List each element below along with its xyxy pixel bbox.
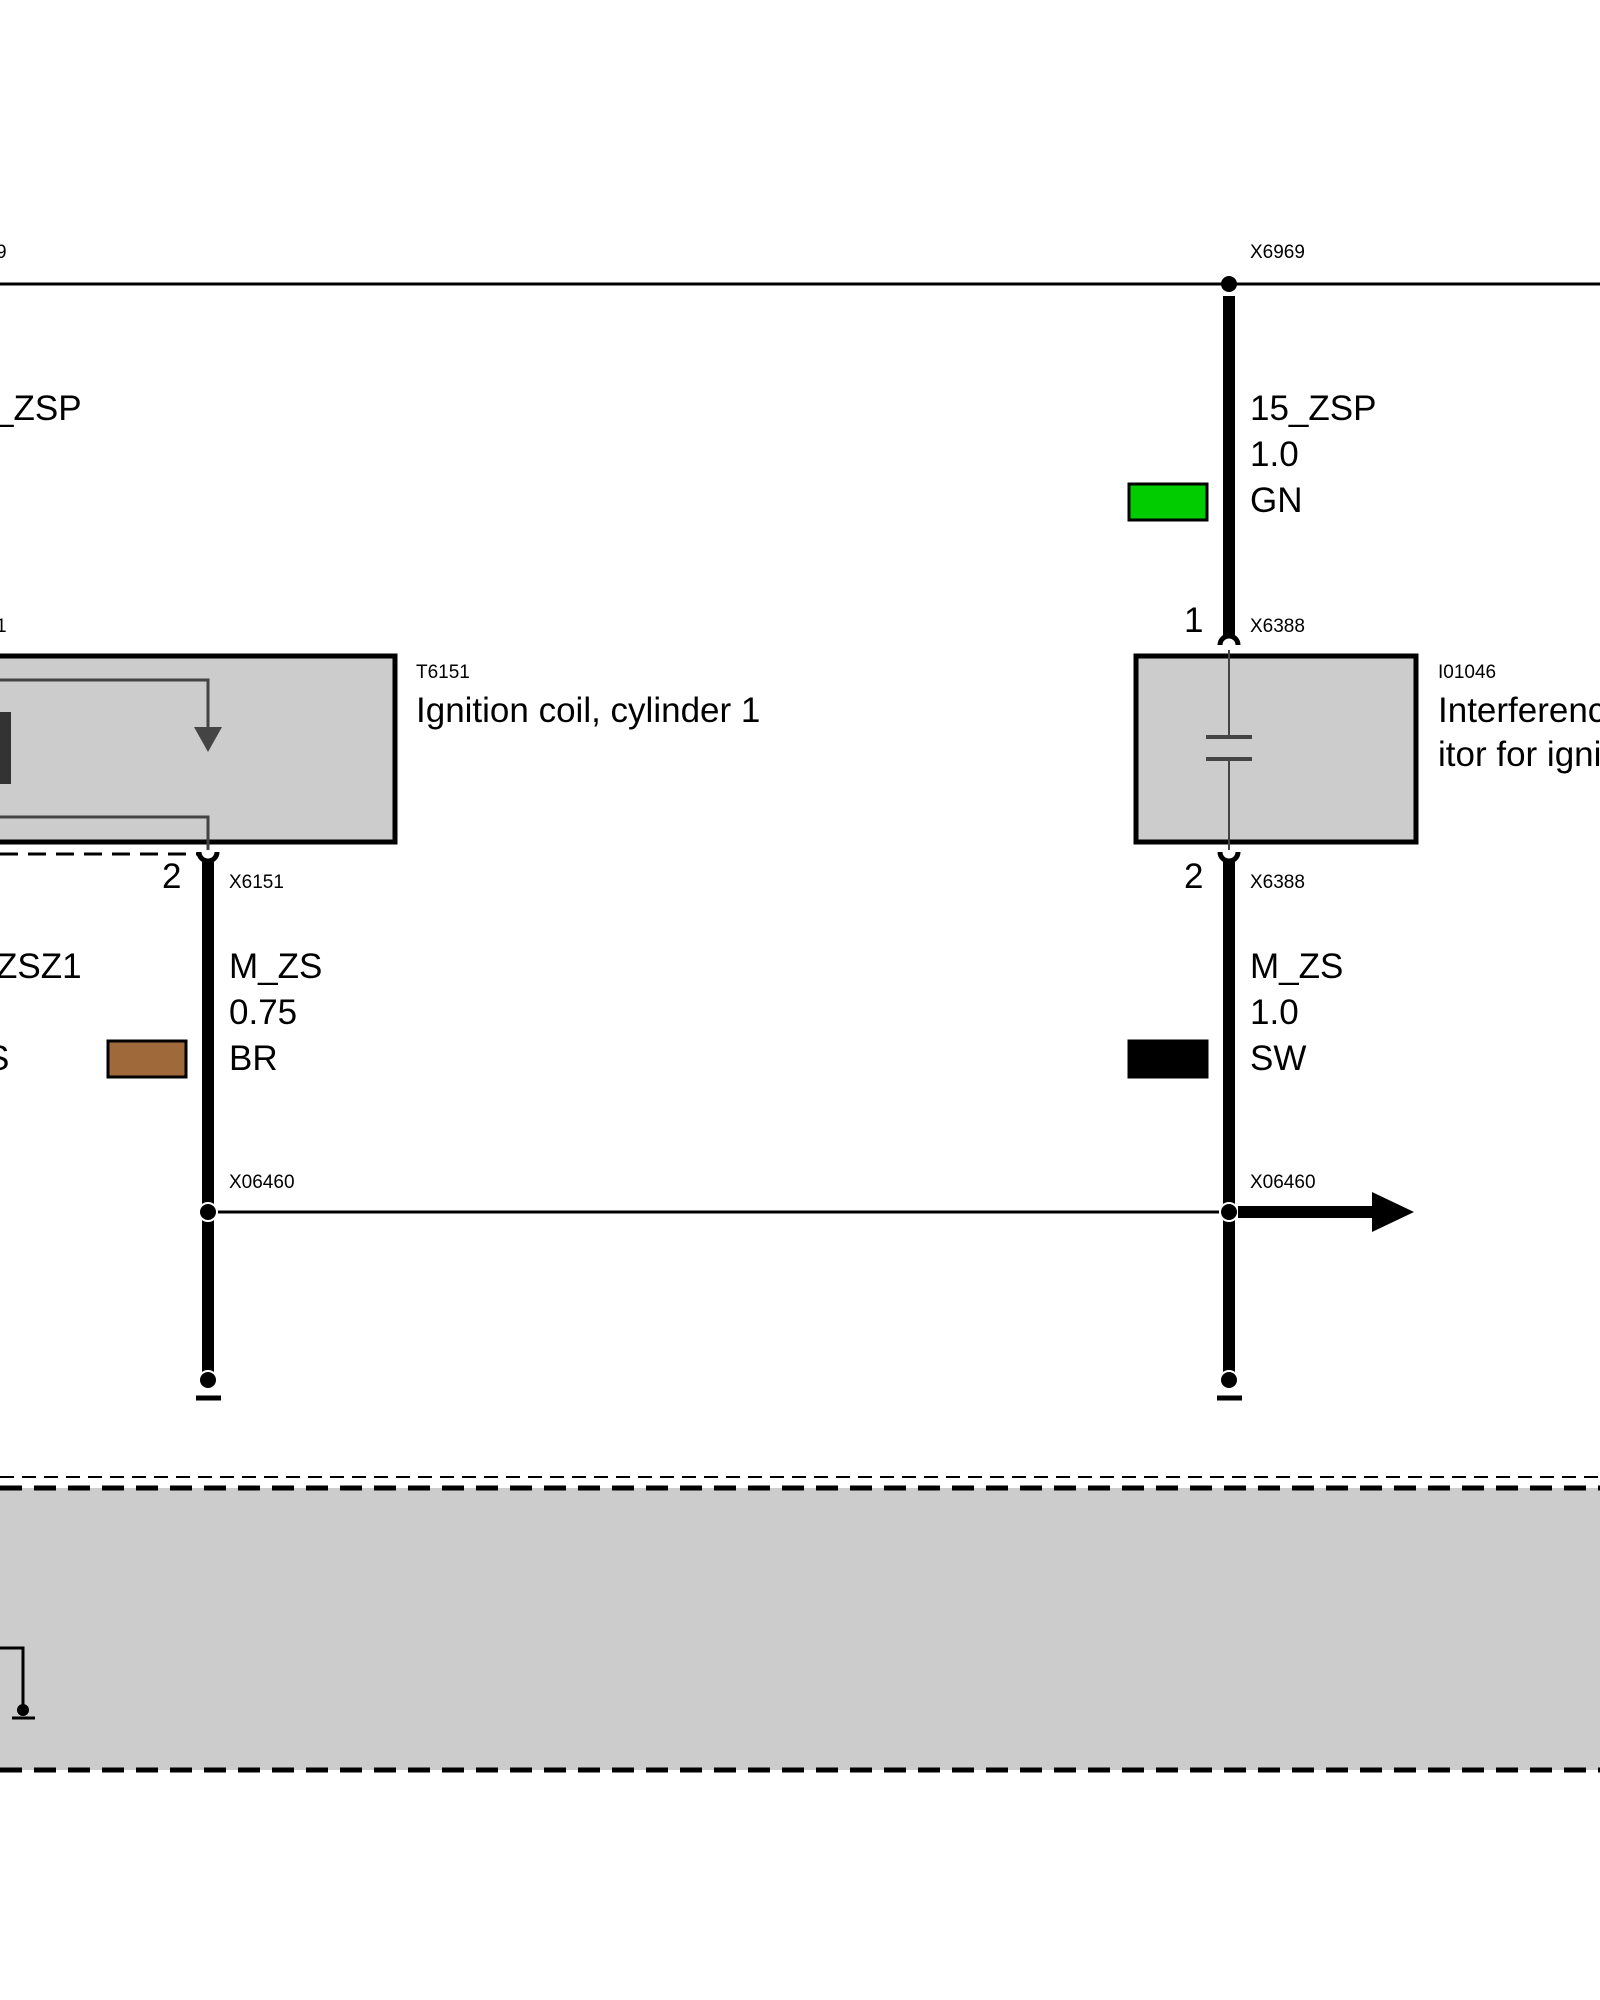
- junction-dot-left: [198, 1202, 218, 1222]
- capacitor-supply-color: GN: [1250, 481, 1303, 520]
- capacitor-supply-color-swatch: [1127, 482, 1209, 522]
- coil-arrow-icon: [194, 727, 222, 752]
- capacitor-pin1-label: 1: [1184, 601, 1203, 640]
- coil-inner-wire-bottom: [0, 815, 210, 850]
- continuation-arrow-icon: [1372, 1192, 1414, 1232]
- connector-label-junction-left: X06460: [229, 1172, 295, 1193]
- wire-signal-left-bottom: ZSZ1: [0, 947, 82, 986]
- coil-ground-signal: M_ZS: [229, 947, 322, 986]
- capacitor-ground-gauge: 1.0: [1250, 993, 1299, 1032]
- capacitor-supply-gauge: 1.0: [1250, 435, 1299, 474]
- frame-ground-wire: [0, 1646, 25, 1710]
- capacitor-supply-signal: 15_ZSP: [1250, 389, 1376, 428]
- frame-ground-dot: [17, 1704, 29, 1716]
- coil-pin2-label: 2: [162, 857, 181, 896]
- capacitor-ground-color-swatch: [1127, 1039, 1209, 1079]
- connector-label-cap-bottom: X6388: [1250, 872, 1305, 893]
- capacitor-pin2-label: 2: [1184, 857, 1203, 896]
- junction-dot-right: [1219, 1202, 1239, 1222]
- coil-id: T6151: [416, 662, 470, 683]
- connector-label-coil-bottom: X6151: [229, 872, 284, 893]
- coil-ground-color-swatch: [106, 1039, 188, 1079]
- capacitor-ground-color: SW: [1250, 1039, 1306, 1078]
- coil-pin2-socket-icon: [196, 851, 220, 864]
- capacitor-box: [1133, 653, 1419, 845]
- wire-end-dot-right: [1219, 1370, 1239, 1390]
- capacitor-name-line2: itor for igni: [1438, 735, 1600, 774]
- coil-ground-color: BR: [229, 1039, 278, 1078]
- wire-end-dot-left: [198, 1370, 218, 1390]
- bottom-frame-area: [0, 1488, 1600, 1770]
- ignition-coil-box: [0, 653, 398, 845]
- connector-label-top-left: 9: [0, 242, 7, 263]
- junction-dot-top: [1221, 276, 1237, 292]
- connector-label-coil-top: 1: [0, 616, 7, 637]
- wire-gauge-left-top: l: [0, 481, 2, 520]
- coil-inner-wire-top: [0, 678, 210, 728]
- capacitor-name-line1: Interferenc: [1438, 691, 1600, 730]
- connector-label-cap-top: X6388: [1250, 616, 1305, 637]
- capacitor-pin2-socket-icon: [1217, 851, 1241, 864]
- capacitor-ground-signal: M_ZS: [1250, 947, 1343, 986]
- coil-winding-icon: [0, 712, 11, 784]
- connector-label-top-right: X6969: [1250, 242, 1305, 263]
- coil-ground-gauge: 0.75: [229, 993, 297, 1032]
- capacitor-pin1-socket-icon: [1217, 633, 1241, 646]
- connector-label-junction-right: X06460: [1250, 1172, 1316, 1193]
- wire-color-left-bottom: S: [0, 1039, 9, 1078]
- wire-signal-left-top: _ZSP: [0, 389, 82, 428]
- coil-name: Ignition coil, cylinder 1: [416, 691, 760, 730]
- capacitor-id: I01046: [1438, 662, 1496, 683]
